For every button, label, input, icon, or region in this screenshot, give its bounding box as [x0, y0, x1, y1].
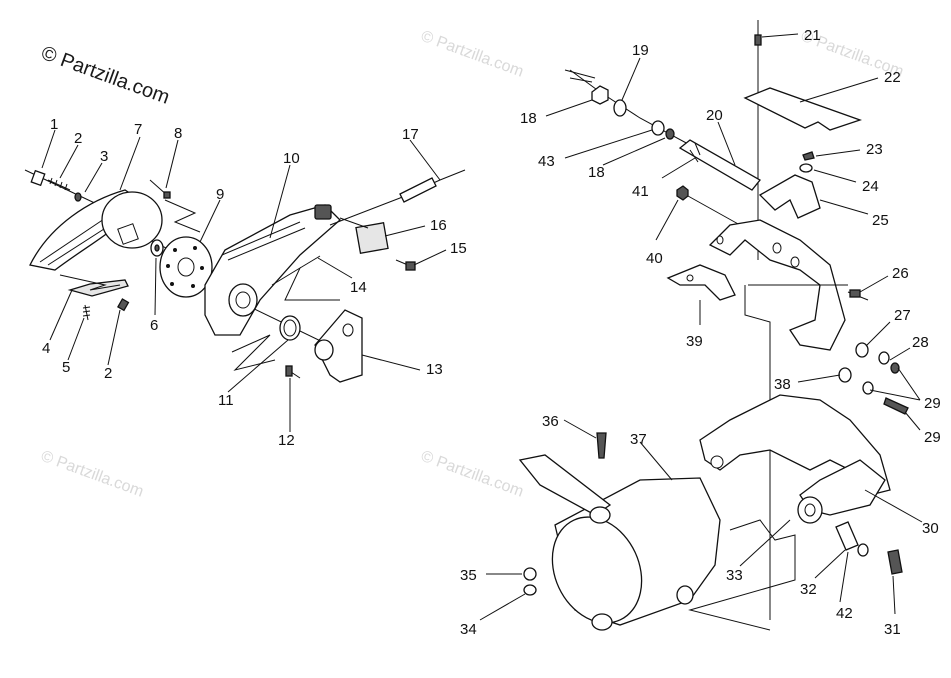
part-1-bushing: [30, 169, 46, 187]
callout-22: 22: [884, 69, 901, 86]
part-28-washer: [878, 351, 890, 365]
callout-29-upper: 29: [924, 395, 941, 412]
left-assembly: [24, 169, 466, 383]
part-38-arm: [518, 454, 612, 516]
part-40-lever: [666, 264, 736, 301]
callout-18-top: 18: [520, 110, 537, 127]
part-18-lower-nut: [665, 128, 675, 140]
callout-42: 41: [632, 183, 649, 200]
callout-8: 8: [174, 125, 182, 142]
faint-watermark: © Partzilla.com: [39, 448, 146, 501]
callout-43: 43: [538, 153, 555, 170]
callout-7: 7: [134, 121, 142, 138]
copyright-watermark: © Partzilla.com: [38, 42, 172, 109]
callout-3: 3: [100, 148, 108, 165]
part-22-plate: [743, 87, 862, 131]
callout-15: 15: [450, 240, 467, 257]
part-35-nut: [523, 584, 537, 596]
part-43-washer: [651, 120, 665, 136]
part-41-nut: [676, 185, 689, 201]
part-23-clip: [802, 151, 815, 161]
callout-39: 38: [774, 376, 791, 393]
callout-32: 31: [884, 621, 901, 638]
callout-28: 28: [912, 334, 929, 351]
part-2-lower-screw: [117, 298, 130, 312]
part-20-shaft: [678, 139, 761, 191]
callout-21: 21: [804, 27, 821, 44]
callout-4: 4: [42, 340, 50, 357]
callout-14: 14: [350, 279, 367, 296]
callout-2: 2: [74, 130, 82, 147]
part-36-nut: [523, 567, 537, 581]
faint-watermark: © Partzilla.com: [419, 28, 526, 81]
callout-29-lower: 42: [836, 605, 853, 622]
callout-40: 39: [686, 333, 703, 350]
part-7-hub: [101, 191, 163, 249]
part-14-screw: [299, 255, 321, 269]
part-8-pin: [163, 191, 171, 199]
callout-17: 17: [402, 126, 419, 143]
callout-33: 32: [800, 581, 817, 598]
leader-lines: [41, 33, 923, 621]
part-3-washer: [74, 192, 82, 202]
part-37-bolt: [596, 432, 607, 459]
callout-5: 5: [62, 359, 70, 376]
callout-25: 25: [872, 212, 889, 229]
callout-37: 36: [542, 413, 559, 430]
callout-24: 24: [862, 178, 879, 195]
callout-10: 10: [283, 150, 300, 167]
part-30-bolt: [883, 397, 909, 415]
part-33-spacer: [835, 521, 859, 551]
faint-watermark: © Partzilla.com: [419, 448, 526, 501]
callout-38: 37: [630, 431, 647, 448]
part-16-plate: [355, 222, 389, 254]
callout-16: 16: [430, 217, 447, 234]
callout-23: 23: [866, 141, 883, 158]
callout-1: 1: [50, 116, 58, 133]
part-27-spacer: [855, 342, 869, 358]
callout-36: 35: [460, 567, 477, 584]
part-32-bolt: [887, 549, 903, 575]
callout-31: 30: [922, 520, 939, 537]
callout-12: 12: [278, 432, 295, 449]
callout-11: 11: [218, 392, 234, 409]
right-assembly: [518, 20, 909, 631]
part-18-nut: [591, 85, 609, 105]
part-5-spring: [82, 304, 91, 321]
callout-2-lower: 2: [104, 365, 112, 382]
callout-27: 27: [894, 307, 911, 324]
part-25-bracket: [758, 174, 821, 219]
part-19-washer: [613, 99, 627, 117]
part-24-washer: [799, 163, 813, 173]
callout-19: 19: [632, 42, 649, 59]
callout-13: 13: [426, 361, 443, 378]
callout-6: 6: [150, 317, 158, 334]
callout-35: 34: [460, 621, 477, 638]
callout-41: 40: [646, 250, 663, 267]
callout-30: 29: [924, 429, 941, 446]
callout-9: 9: [216, 186, 224, 203]
part-2-screw: [47, 179, 71, 191]
callout-26: 26: [892, 265, 909, 282]
callout-20: 20: [706, 107, 723, 124]
part-39-spacer: [838, 367, 852, 383]
callout-labels: 1 2 3 7 8 4 5 2 6 9 10 11 12 13 14 15 16…: [42, 27, 941, 638]
callout-18-lower: 18: [588, 164, 605, 181]
part-29-washer: [857, 543, 869, 557]
callout-34: 33: [726, 567, 743, 584]
main-pivot-arm: [708, 219, 846, 351]
part-10-housing: [204, 204, 341, 336]
